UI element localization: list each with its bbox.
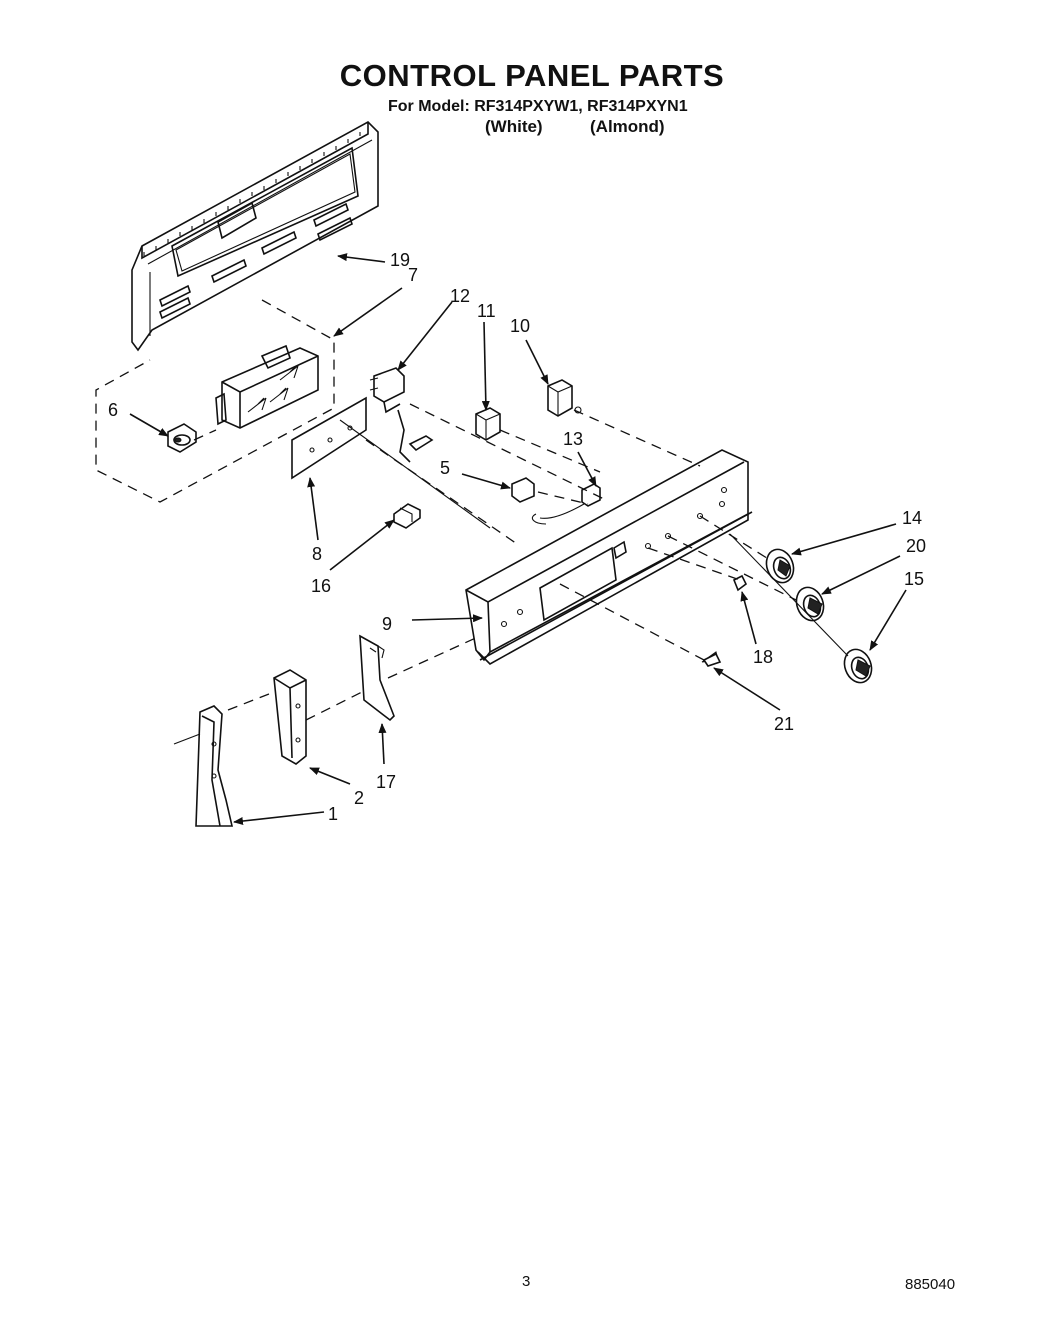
callout-11: 11 xyxy=(477,301,496,321)
callout-21: 21 xyxy=(774,714,794,734)
alignment-lines xyxy=(173,403,849,745)
callout-13: 13 xyxy=(563,429,583,449)
part-10-switch xyxy=(547,379,582,417)
callout-8: 8 xyxy=(312,544,322,564)
part-7-group-outline xyxy=(95,299,335,503)
callout-labels: 19 7 12 11 10 6 13 5 8 16 9 14 20 15 18 … xyxy=(108,250,926,824)
callout-15: 15 xyxy=(904,569,924,589)
part-11-switch xyxy=(475,407,501,441)
callout-18: 18 xyxy=(753,647,773,667)
callout-7: 7 xyxy=(408,265,418,285)
document-number: 885040 xyxy=(905,1276,956,1293)
part-12-switch xyxy=(369,367,434,463)
callout-2: 2 xyxy=(354,788,364,808)
part-20-knob xyxy=(795,586,825,622)
callout-12: 12 xyxy=(450,286,470,306)
page-number: 3 xyxy=(522,1273,531,1290)
callout-14: 14 xyxy=(902,508,922,528)
variant-white: (White) xyxy=(485,117,543,136)
part-19-bracket xyxy=(359,634,395,722)
part-15-knob xyxy=(843,648,873,684)
part-7-switch-assembly xyxy=(215,344,319,429)
callout-9: 9 xyxy=(382,614,392,634)
part-6-connector xyxy=(167,423,197,453)
part-9-panel-housing xyxy=(465,449,753,665)
part-1-side-trim xyxy=(195,705,234,827)
variant-almond: (Almond) xyxy=(590,117,665,136)
page-title: CONTROL PANEL PARTS xyxy=(339,58,725,93)
callout-16: 16 xyxy=(311,576,331,596)
callout-20: 20 xyxy=(906,536,926,556)
part-21-cap xyxy=(701,651,722,667)
callout-1: 1 xyxy=(328,804,338,824)
callout-5: 5 xyxy=(440,458,450,478)
part-8-plate xyxy=(291,396,367,480)
model-line: For Model: RF314PXYW1, RF314PXYN1 xyxy=(388,98,688,115)
part-16-clip xyxy=(393,503,421,529)
leader-arrows xyxy=(129,253,907,825)
part-17-rear-panel xyxy=(131,121,379,352)
part-13-terminal xyxy=(531,483,601,525)
part-5-connector xyxy=(511,477,535,503)
part-14-knob xyxy=(765,548,795,584)
callout-19: 17 xyxy=(376,772,396,792)
callout-10: 10 xyxy=(510,316,530,336)
callout-17: 19 xyxy=(390,250,410,270)
callout-6: 6 xyxy=(108,400,118,420)
part-2-end-cap xyxy=(273,669,307,765)
